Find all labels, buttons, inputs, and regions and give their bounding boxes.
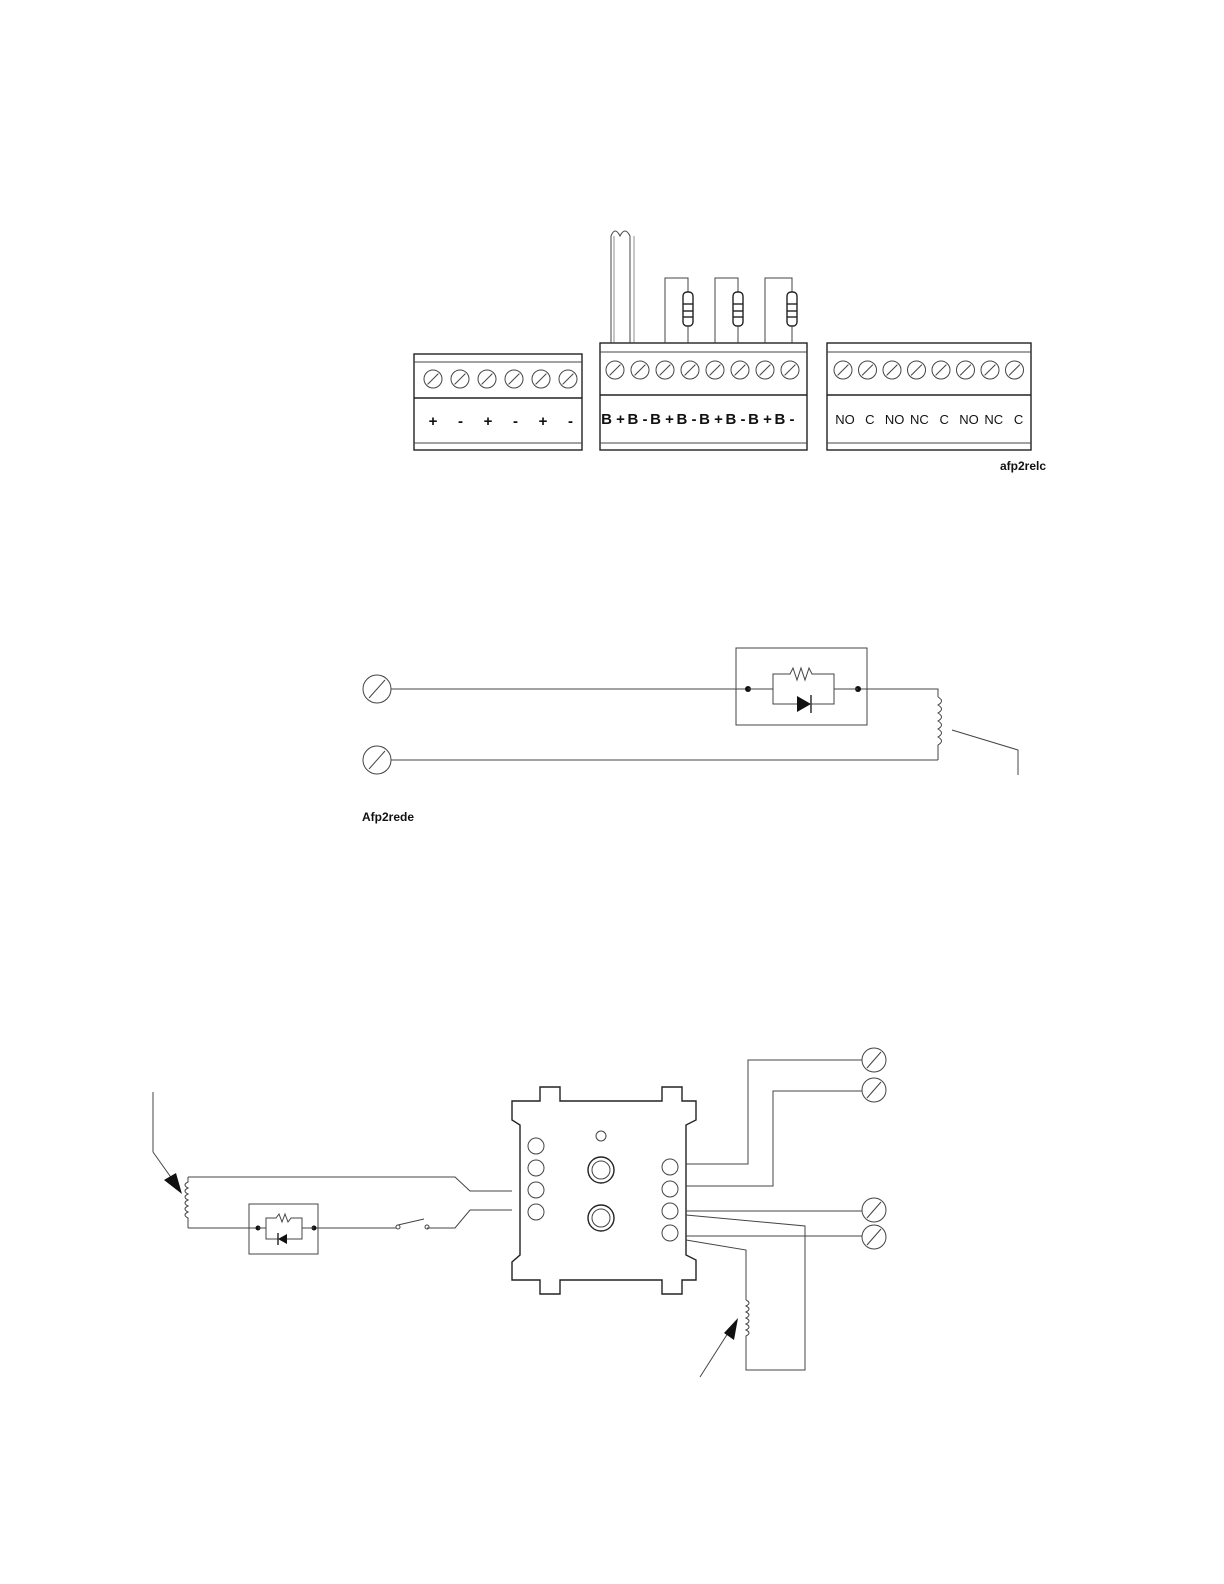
terminal-screw-slot xyxy=(760,365,771,376)
terminal-screw-slot xyxy=(985,365,996,376)
terminal-label: B + xyxy=(601,411,625,428)
terminal-label: B + xyxy=(748,411,772,428)
terminal-screw-slot xyxy=(862,365,873,376)
terminal-screw-bottom xyxy=(363,746,391,774)
terminal-label: C xyxy=(1014,412,1023,427)
terminal-screw-slot xyxy=(536,374,547,385)
eol-resistor-2 xyxy=(715,278,743,343)
module-terminals-right xyxy=(662,1159,678,1241)
terminal-screw-slot xyxy=(482,374,493,385)
terminal-screw-slot xyxy=(685,365,696,376)
diode-resistor-module xyxy=(736,648,867,725)
terminal-screw-slot xyxy=(911,365,922,376)
terminal-label: B - xyxy=(628,411,648,428)
terminal-screw-slot xyxy=(635,365,646,376)
terminal-label: B + xyxy=(699,411,723,428)
terminal-screw-slot xyxy=(936,365,947,376)
terminal-label: B - xyxy=(775,411,795,428)
control-module xyxy=(512,1087,696,1294)
terminal-screw-slot xyxy=(887,365,898,376)
terminal-screw-slot xyxy=(455,374,466,385)
figure1-caption: afp2relc xyxy=(1000,459,1046,473)
output-wiring xyxy=(686,1060,862,1377)
terminal-screw-slot xyxy=(838,365,849,376)
eol-resistor-1 xyxy=(665,278,693,343)
terminal-label: B + xyxy=(650,411,674,428)
terminal-screw-slot xyxy=(785,365,796,376)
terminal-screw-slot xyxy=(710,365,721,376)
terminal-screw-slot xyxy=(735,365,746,376)
terminal-label: - xyxy=(458,413,463,430)
terminal-block-middle: B +B -B +B -B +B -B +B - xyxy=(600,343,807,450)
module-terminals-left xyxy=(528,1138,544,1220)
terminal-label: - xyxy=(513,413,518,430)
terminal-label: + xyxy=(539,413,548,430)
terminal-label: B - xyxy=(677,411,697,428)
wire-loop xyxy=(611,231,634,343)
terminal-screw-top xyxy=(363,675,391,703)
terminal-label: NO xyxy=(885,412,905,427)
terminal-screw-slot xyxy=(563,374,574,385)
coil-inductor xyxy=(938,697,942,760)
figure2-caption: Afp2rede xyxy=(362,810,414,824)
terminal-label: B - xyxy=(726,411,746,428)
leader-line xyxy=(952,730,1018,775)
terminal-screw-slot xyxy=(960,365,971,376)
input-circuit xyxy=(153,1092,512,1254)
terminal-label: NC xyxy=(984,412,1003,427)
terminal-screw-slot xyxy=(660,365,671,376)
terminal-label: NO xyxy=(835,412,855,427)
terminal-label: C xyxy=(865,412,874,427)
output-terminal-screws xyxy=(862,1048,886,1249)
terminal-screw-slot xyxy=(428,374,439,385)
terminal-screw-slot xyxy=(610,365,621,376)
terminal-label: - xyxy=(568,413,573,430)
terminal-label: C xyxy=(940,412,949,427)
terminal-label: NC xyxy=(910,412,929,427)
terminal-label: + xyxy=(484,413,493,430)
terminal-block-left: + - + - + - xyxy=(414,354,582,450)
figure2-circuit: Afp2rede xyxy=(362,648,1018,824)
terminal-screw-slot xyxy=(509,374,520,385)
terminal-screw-slot xyxy=(1009,365,1020,376)
terminal-label: + xyxy=(429,413,438,430)
eol-resistor-3 xyxy=(765,278,797,343)
terminal-block-right: NO C NO NC C NO NC C xyxy=(827,343,1031,450)
figure3-module-wiring xyxy=(153,1048,886,1377)
terminal-label: NO xyxy=(959,412,979,427)
